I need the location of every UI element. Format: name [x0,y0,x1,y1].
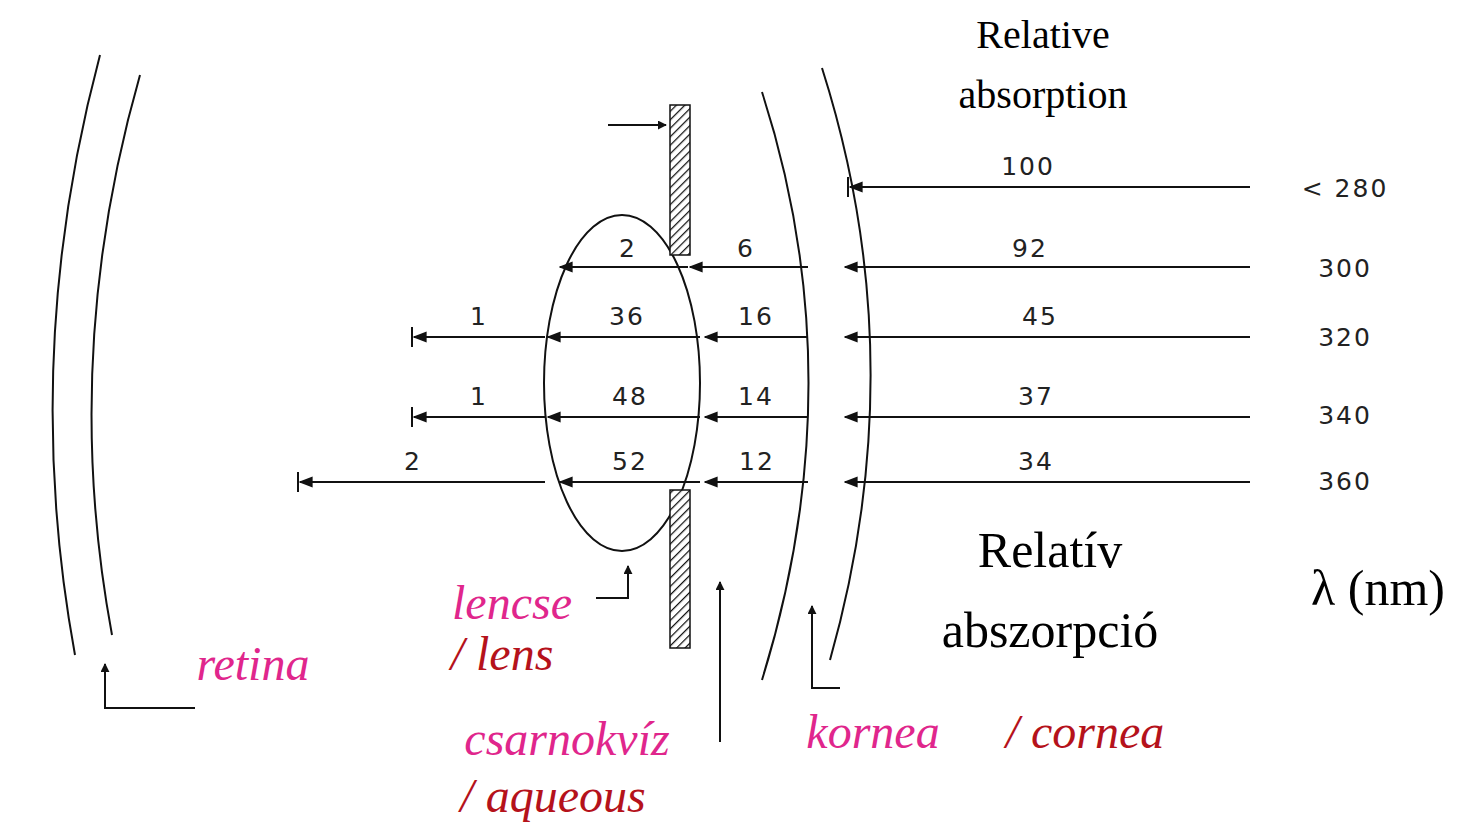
part-name: retina [197,636,310,691]
part-name: csarnokvíz [464,711,669,766]
ray-arrow [548,416,700,418]
stop-bar [847,177,849,197]
iris-pointer [608,124,666,126]
ray-arrow [300,481,545,483]
wavelength-value: 340 [1318,401,1372,430]
cornea-leader [812,606,840,688]
absorption-value: 2 [619,234,637,263]
absorption-value: 12 [739,447,775,476]
axis-heading: Relatív abszorpció [880,510,1220,670]
wavelength-value: 360 [1318,467,1372,496]
ray-arrow [414,416,545,418]
ray-arrow [705,416,808,418]
part-name: / lens [451,626,554,681]
wavelength-value: < 280 [1302,174,1389,203]
absorption-value: 6 [737,234,755,263]
axis-heading: Relative absorption [903,5,1183,125]
absorption-value: 37 [1018,382,1054,411]
absorption-value: 45 [1022,302,1058,331]
part-name: / cornea [1006,704,1165,759]
iris [670,490,690,648]
absorption-value: 36 [609,302,645,331]
absorption-value: 48 [612,382,648,411]
absorption-value: 14 [738,382,774,411]
part-name: lencse [452,575,572,630]
ray-arrow [705,481,808,483]
stop-bar [411,407,413,427]
absorption-value: 34 [1018,447,1054,476]
stop-bar [297,472,299,492]
part-name: / aqueous [460,768,645,823]
ray-arrow [845,336,1250,338]
retina-inner [92,75,140,635]
iris [670,105,690,255]
ray-arrow [414,336,545,338]
cornea-outer [822,68,871,660]
stop-bar [411,327,413,347]
absorption-value: 92 [1012,234,1048,263]
ray-arrow [845,266,1250,268]
aqueous-leader [719,582,721,742]
absorption-value: 16 [738,302,774,331]
ray-arrow [845,481,1250,483]
retina-leader [105,664,195,708]
wavelength-value: 300 [1318,254,1372,283]
ray-arrow [705,336,808,338]
absorption-value: 1 [470,302,488,331]
ray-arrow [850,186,1250,188]
part-name: kornea [806,704,939,759]
ray-arrow [548,336,700,338]
ray-arrow [690,266,808,268]
absorption-value: 100 [1001,152,1055,181]
absorption-value: 1 [470,382,488,411]
lens-leader [596,566,628,598]
absorption-value: 2 [404,447,422,476]
ray-arrow [560,481,700,483]
axis-unit: λ (nm) [1311,559,1445,617]
ray-arrow [560,266,688,268]
wavelength-value: 320 [1318,323,1372,352]
absorption-value: 52 [612,447,648,476]
ray-arrow [845,416,1250,418]
